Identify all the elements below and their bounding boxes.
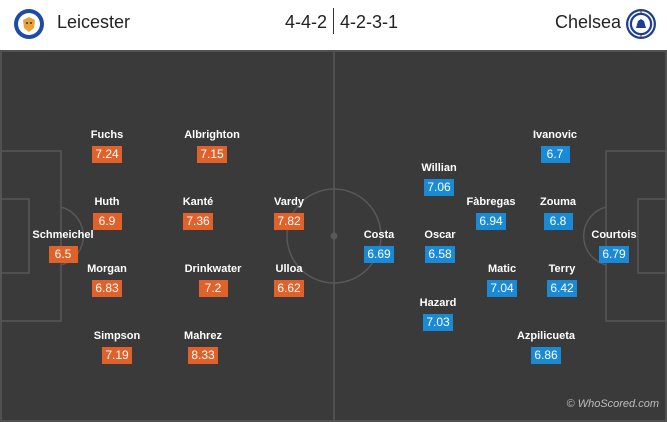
player-name: Mahrez: [184, 330, 222, 342]
player-azpilicueta[interactable]: Azpilicueta 6.86: [501, 330, 591, 364]
player-huth[interactable]: Huth 6.9: [62, 196, 152, 230]
player-simpson[interactable]: Simpson 7.19: [72, 330, 162, 364]
player-name: Costa: [363, 229, 395, 241]
player-rating: 6.58: [425, 246, 455, 263]
player-name: Hazard: [419, 297, 457, 309]
player-zouma[interactable]: Zouma 6.8: [513, 196, 603, 230]
player-rating: 6.94: [476, 213, 506, 230]
player-name: Huth: [94, 196, 120, 208]
player-rating: 6.86: [531, 347, 561, 364]
player-rating: 8.33: [188, 347, 218, 364]
player-name: Fuchs: [90, 129, 124, 141]
player-rating: 7.2: [198, 280, 228, 297]
player-name: Matic: [487, 263, 517, 275]
player-rating: 7.06: [424, 179, 454, 196]
player-rating: 6.79: [599, 246, 629, 263]
player-rating: 7.04: [487, 280, 517, 297]
player-name: Zouma: [539, 196, 577, 208]
player-willian[interactable]: Willian 7.06: [394, 162, 484, 196]
player-vardy[interactable]: Vardy 7.82: [244, 196, 334, 230]
player-terry[interactable]: Terry 6.42: [517, 263, 607, 297]
player-rating: 6.62: [274, 280, 304, 297]
player-rating: 7.19: [102, 347, 132, 364]
player-rating: 6.5: [48, 246, 78, 263]
player-rating: 7.24: [92, 146, 122, 163]
player-fuchs[interactable]: Fuchs 7.24: [62, 129, 152, 163]
formation-divider: [333, 8, 334, 34]
player-ulloa[interactable]: Ulloa 6.62: [244, 263, 334, 297]
player-name: Drinkwater: [184, 263, 242, 275]
player-rating: 6.83: [92, 280, 122, 297]
player-name: Vardy: [274, 196, 304, 208]
player-name: Morgan: [87, 263, 127, 275]
player-fabregas[interactable]: Fàbregas 6.94: [446, 196, 536, 230]
player-rating: 6.7: [540, 146, 570, 163]
player-rating: 6.9: [92, 213, 122, 230]
player-name: Terry: [548, 263, 576, 275]
player-rating: 7.82: [274, 213, 304, 230]
player-drinkwater[interactable]: Drinkwater 7.2: [168, 263, 258, 297]
player-name: Albrighton: [184, 129, 240, 141]
player-name: Ivanovic: [532, 129, 578, 141]
player-kante[interactable]: Kanté 7.36: [153, 196, 243, 230]
away-formation: 4-2-3-1: [340, 12, 399, 32]
home-formation: 4-4-2: [284, 12, 327, 32]
player-name: Ulloa: [275, 263, 303, 275]
player-name: Azpilicueta: [516, 330, 576, 342]
player-morgan[interactable]: Morgan 6.83: [62, 263, 152, 297]
player-oscar[interactable]: Oscar 6.58: [395, 229, 485, 263]
player-matic[interactable]: Matic 7.04: [457, 263, 547, 297]
player-name: Fàbregas: [466, 196, 516, 208]
away-team-name[interactable]: Chelsea: [554, 12, 621, 32]
pitch: Schmeichel 6.5 Fuchs 7.24 Huth 6.9 Morga…: [0, 50, 667, 422]
player-albrighton[interactable]: Albrighton 7.15: [167, 129, 257, 163]
player-rating: 6.69: [364, 246, 394, 263]
player-name: Simpson: [93, 330, 141, 342]
player-mahrez[interactable]: Mahrez 8.33: [158, 330, 248, 364]
player-name: Schmeichel: [32, 229, 94, 241]
player-costa[interactable]: Costa 6.69: [334, 229, 424, 263]
player-name: Kanté: [182, 196, 214, 208]
leicester-crest-icon: [14, 9, 44, 39]
pitch-markings: [0, 50, 667, 422]
match-header: Leicester 4-4-2 4-2-3-1 Chelsea: [0, 0, 667, 50]
player-hazard[interactable]: Hazard 7.03: [393, 297, 483, 331]
player-rating: 7.36: [183, 213, 213, 230]
player-rating: 6.42: [547, 280, 577, 297]
player-name: Willian: [421, 162, 457, 174]
whoscored-watermark: © WhoScored.com: [566, 398, 659, 410]
player-schmeichel[interactable]: Schmeichel 6.5: [18, 229, 108, 263]
home-team-name[interactable]: Leicester: [57, 12, 131, 32]
player-courtois[interactable]: Courtois 6.79: [569, 229, 659, 263]
player-rating: 6.8: [543, 213, 573, 230]
player-rating: 7.15: [197, 146, 227, 163]
player-ivanovic[interactable]: Ivanovic 6.7: [510, 129, 600, 163]
player-rating: 7.03: [423, 314, 453, 331]
chelsea-crest-icon: [626, 9, 656, 39]
player-name: Courtois: [591, 229, 637, 241]
player-name: Oscar: [424, 229, 456, 241]
